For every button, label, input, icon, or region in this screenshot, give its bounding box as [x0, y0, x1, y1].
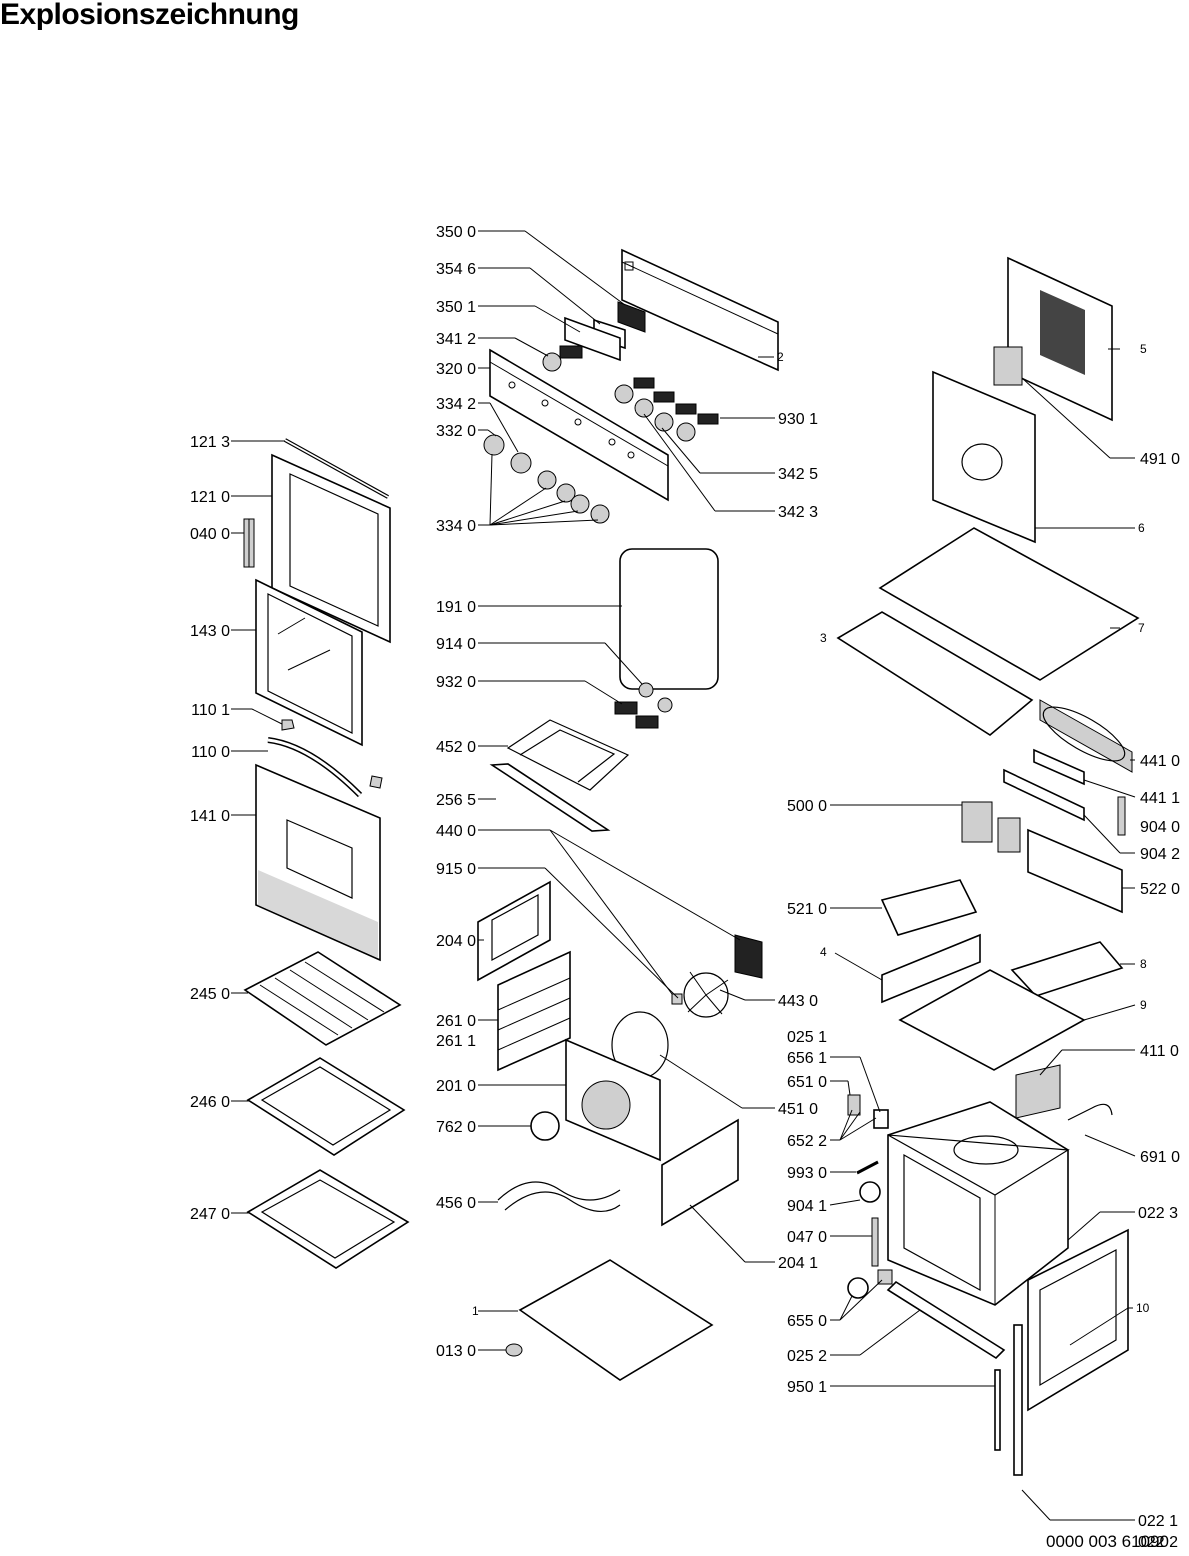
part-label: 9	[1140, 998, 1147, 1012]
part-label: 10	[1136, 1301, 1150, 1315]
part-label: 932 0	[436, 674, 476, 691]
leader-lines	[231, 230, 1136, 1521]
part-label: 452 0	[436, 739, 476, 756]
part-label: 334 2	[436, 396, 476, 413]
part-label: 904 0	[1140, 819, 1180, 836]
part-label: 025 1	[787, 1029, 827, 1046]
part-label: 655 0	[787, 1313, 827, 1330]
part-label: 2	[777, 350, 784, 364]
part-label: 652 2	[787, 1133, 827, 1150]
part-label: 500 0	[787, 798, 827, 815]
part-label: 950 1	[787, 1379, 827, 1396]
part-label: 522 0	[1140, 881, 1180, 898]
part-label: 451 0	[778, 1101, 818, 1118]
part-label: 491 0	[1140, 451, 1180, 468]
part-label: 651 0	[787, 1074, 827, 1091]
callout-labels: 121 3 121 0 040 0 143 0 110 1 110 0 141 …	[190, 224, 1180, 1551]
part-label: 354 6	[436, 261, 476, 278]
part-label: 440 0	[436, 823, 476, 840]
part-label: 8	[1140, 957, 1147, 971]
part-label: 904 2	[1140, 846, 1180, 863]
part-label: 110 1	[191, 702, 230, 719]
part-label: 256 5	[436, 792, 476, 809]
part-label: 914 0	[436, 636, 476, 653]
cabinet-parts-group	[836, 256, 1140, 1476]
part-label: 411 0	[1140, 1043, 1179, 1060]
part-label: 6	[1138, 521, 1145, 535]
part-label: 022 3	[1138, 1205, 1178, 1222]
part-label: 691 0	[1140, 1149, 1180, 1166]
document-number: 0000 003 61090	[1046, 1532, 1169, 1551]
part-label: 246 0	[190, 1094, 230, 1111]
door-parts-group	[243, 438, 410, 1269]
part-label: 930 1	[778, 411, 818, 428]
part-label: 5	[1140, 342, 1147, 356]
part-label: 456 0	[436, 1195, 476, 1212]
part-label: 332 0	[436, 423, 476, 440]
part-label: 4	[820, 945, 827, 959]
control-panel-group	[483, 248, 779, 524]
part-label: 245 0	[190, 986, 230, 1003]
part-label: 3	[820, 631, 827, 645]
part-label: 762 0	[436, 1119, 476, 1136]
part-label: 110 0	[191, 744, 230, 761]
part-label: 013 0	[436, 1343, 476, 1360]
part-label: 441 1	[1140, 790, 1180, 807]
part-label: 342 5	[778, 466, 818, 483]
part-label: 201 0	[436, 1078, 476, 1095]
part-label: 993 0	[787, 1165, 827, 1182]
part-label: 040 0	[190, 526, 230, 543]
part-label: 247 0	[190, 1206, 230, 1223]
part-label: 443 0	[778, 993, 818, 1010]
part-label: 022 2	[1138, 1534, 1178, 1551]
part-label: 143 0	[190, 623, 230, 640]
part-label: 915 0	[436, 861, 476, 878]
part-label: 191 0	[436, 599, 476, 616]
part-label: 261 1	[436, 1033, 476, 1050]
part-label: 7	[1138, 621, 1145, 635]
part-label: 350 0	[436, 224, 476, 241]
part-label: 204 0	[436, 933, 476, 950]
part-label: 341 2	[436, 331, 476, 348]
part-label: 204 1	[778, 1255, 818, 1272]
part-label: 121 3	[190, 434, 230, 451]
part-label: 342 3	[778, 504, 818, 521]
part-label: 1	[472, 1304, 479, 1318]
part-label: 022 1	[1138, 1513, 1178, 1530]
part-label: 141 0	[190, 808, 230, 825]
part-label: 656 1	[787, 1050, 827, 1067]
part-label: 350 1	[436, 299, 476, 316]
part-label: 121 0	[190, 489, 230, 506]
part-label: 261 0	[436, 1013, 476, 1030]
part-label: 904 1	[787, 1198, 827, 1215]
oven-interior-parts-group	[477, 548, 763, 1381]
part-label: 047 0	[787, 1229, 827, 1246]
part-label: 334 0	[436, 518, 476, 535]
part-label: 441 0	[1140, 753, 1180, 770]
part-label: 320 0	[436, 361, 476, 378]
part-label: 521 0	[787, 901, 827, 918]
part-label: 025 2	[787, 1348, 827, 1365]
page-title: Explosionszeichnung	[0, 0, 299, 31]
